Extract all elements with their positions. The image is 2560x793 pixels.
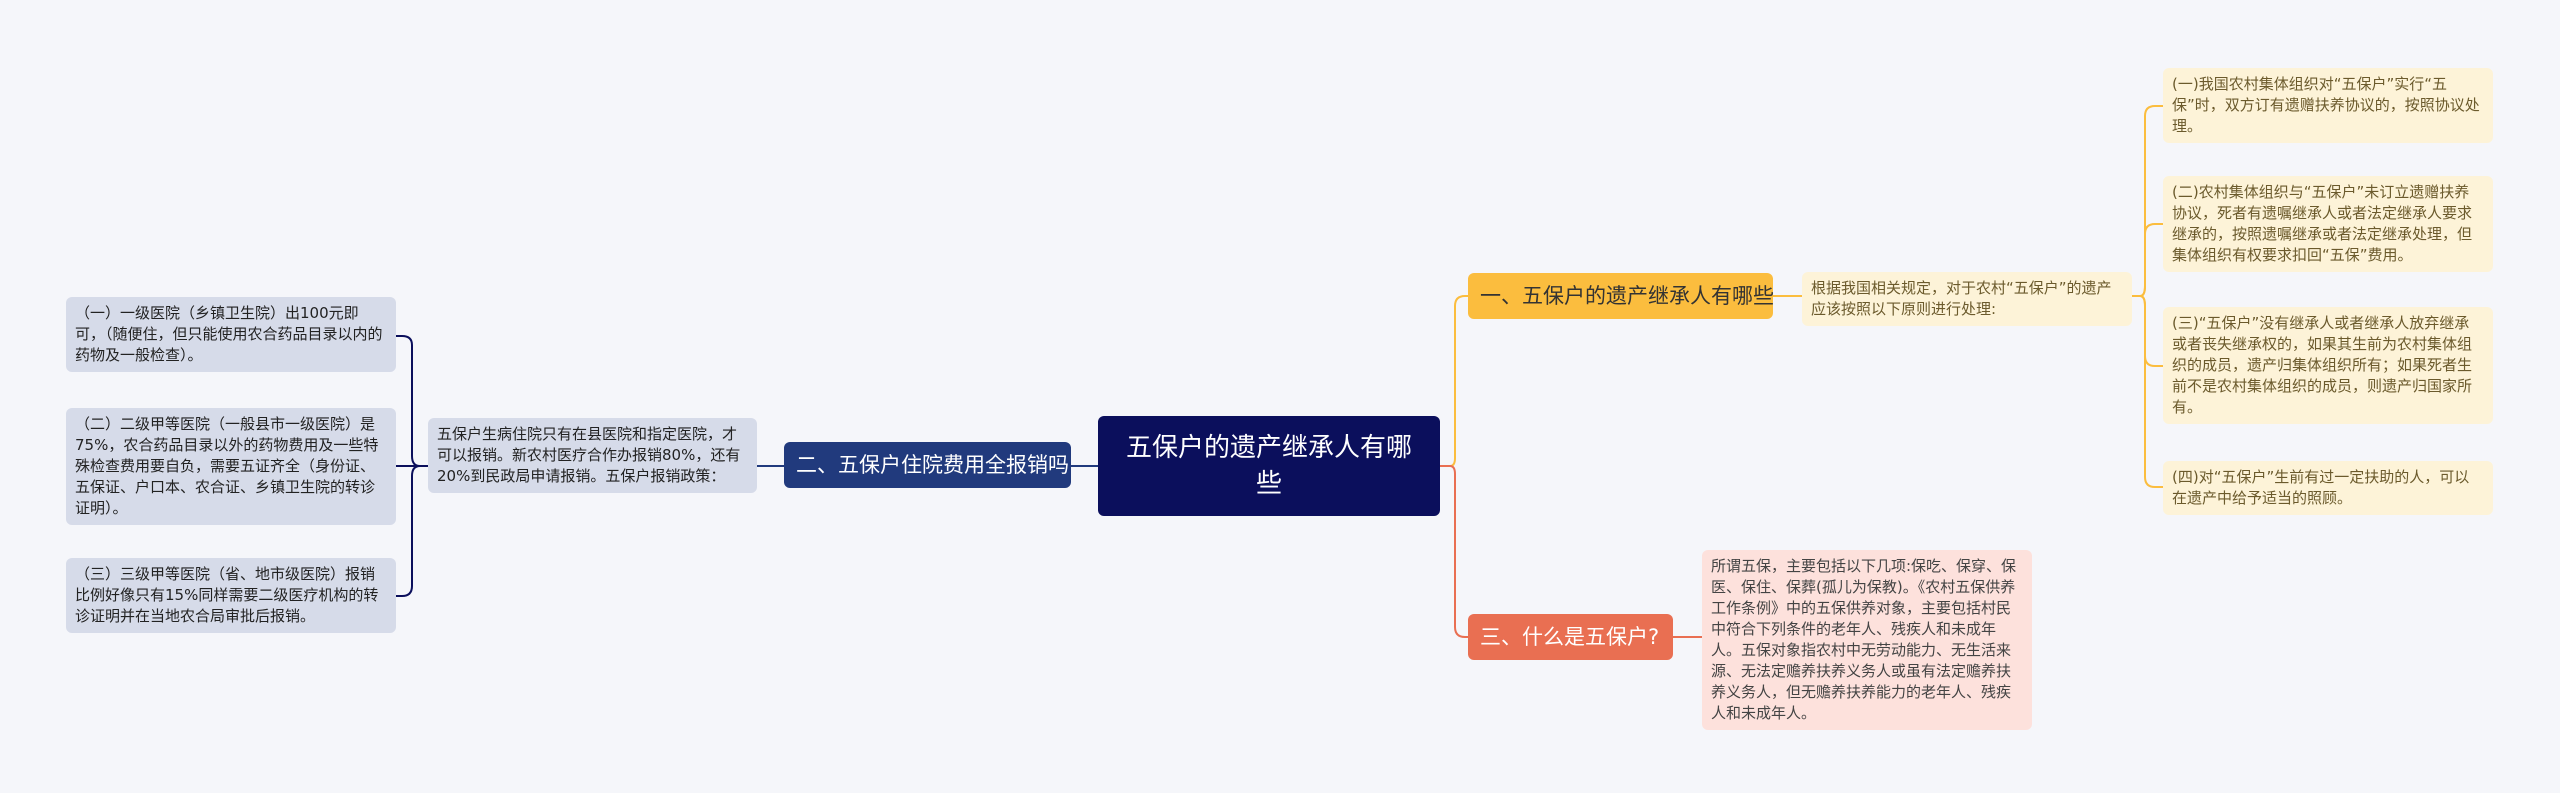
heirs-intro[interactable]: 根据我国相关规定，对于农村“五保户”的遗产应该按照以下原则进行处理: bbox=[1802, 272, 2132, 326]
heirs-item-3-text: (三)“五保户”没有继承人或者继承人放弃继承或者丧失继承权的，如果其生前为农村集… bbox=[2172, 314, 2473, 416]
branch-what-is-wubaohu-label: 三、什么是五保户? bbox=[1480, 625, 1660, 649]
heirs-item-2[interactable]: (二)农村集体组织与“五保户”未订立遗赠扶养协议，死者有遗嘱继承人或者法定继承人… bbox=[2163, 176, 2493, 272]
heirs-item-3[interactable]: (三)“五保户”没有继承人或者继承人放弃继承或者丧失继承权的，如果其生前为农村集… bbox=[2163, 307, 2493, 424]
hospital-item-1-text: （一）一级医院（乡镇卫生院）出100元即可，（随便住，但只能使用农合药品目录以内… bbox=[75, 304, 383, 364]
heirs-item-2-text: (二)农村集体组织与“五保户”未订立遗赠扶养协议，死者有遗嘱继承人或者法定继承人… bbox=[2172, 183, 2473, 264]
branch-hospital-cost-label: 二、五保户住院费用全报销吗 bbox=[796, 453, 1069, 477]
hospital-intro[interactable]: 五保户生病住院只有在县医院和指定医院，才可以报销。新农村医疗合作办报销80%，还… bbox=[428, 418, 757, 493]
heirs-item-4[interactable]: (四)对“五保户”生前有过一定扶助的人，可以在遗产中给予适当的照顾。 bbox=[2163, 461, 2493, 515]
wubaohu-definition-text: 所谓五保，主要包括以下几项:保吃、保穿、保医、保住、保葬(孤儿为保教)。《农村五… bbox=[1711, 557, 2017, 722]
hospital-intro-text: 五保户生病住院只有在县医院和指定医院，才可以报销。新农村医疗合作办报销80%，还… bbox=[437, 425, 741, 485]
center-topic[interactable]: 五保户的遗产继承人有哪些 bbox=[1098, 416, 1440, 516]
heirs-intro-text: 根据我国相关规定，对于农村“五保户”的遗产应该按照以下原则进行处理: bbox=[1811, 279, 2112, 318]
hospital-item-1[interactable]: （一）一级医院（乡镇卫生院）出100元即可，（随便住，但只能使用农合药品目录以内… bbox=[66, 297, 396, 372]
branch-what-is-wubaohu[interactable]: 三、什么是五保户? bbox=[1468, 614, 1673, 660]
heirs-item-1[interactable]: (一)我国农村集体组织对“五保户”实行“五保”时，双方订有遗赠扶养协议的，按照协… bbox=[2163, 68, 2493, 143]
heirs-item-4-text: (四)对“五保户”生前有过一定扶助的人，可以在遗产中给予适当的照顾。 bbox=[2172, 468, 2470, 507]
branch-heirs[interactable]: 一、五保户的遗产继承人有哪些 bbox=[1468, 273, 1774, 319]
branch-hospital-cost[interactable]: 二、五保户住院费用全报销吗 bbox=[784, 442, 1071, 488]
hospital-item-3[interactable]: （三）三级甲等医院（省、地市级医院）报销比例好像只有15%同样需要二级医疗机构的… bbox=[66, 558, 396, 633]
heirs-item-1-text: (一)我国农村集体组织对“五保户”实行“五保”时，双方订有遗赠扶养协议的，按照协… bbox=[2172, 75, 2480, 135]
hospital-item-2-text: （二）二级甲等医院（一般县市一级医院）是75%，农合药品目录以外的药物费用及一些… bbox=[75, 415, 379, 517]
hospital-item-2[interactable]: （二）二级甲等医院（一般县市一级医院）是75%，农合药品目录以外的药物费用及一些… bbox=[66, 408, 396, 525]
hospital-item-3-text: （三）三级甲等医院（省、地市级医院）报销比例好像只有15%同样需要二级医疗机构的… bbox=[75, 565, 379, 625]
wubaohu-definition[interactable]: 所谓五保，主要包括以下几项:保吃、保穿、保医、保住、保葬(孤儿为保教)。《农村五… bbox=[1702, 550, 2032, 730]
center-topic-label: 五保户的遗产继承人有哪些 bbox=[1125, 433, 1412, 499]
branch-heirs-label: 一、五保户的遗产继承人有哪些 bbox=[1480, 284, 1774, 308]
